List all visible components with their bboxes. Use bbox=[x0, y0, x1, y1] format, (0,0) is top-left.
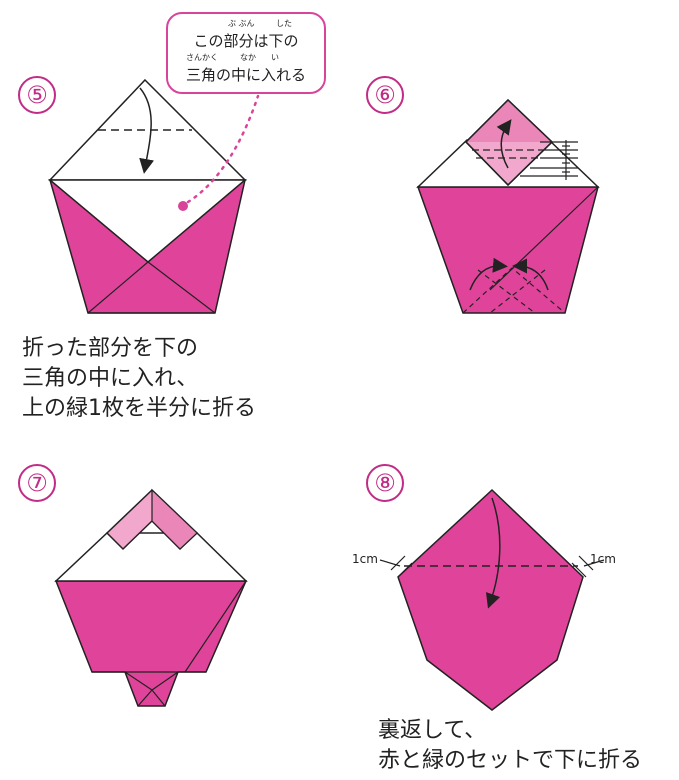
step7-crease bbox=[184, 580, 247, 673]
step-number-7: ⑦ bbox=[18, 464, 56, 502]
furigana-sankaku: さんかく bbox=[186, 53, 218, 62]
step5-fold-arrow bbox=[139, 87, 154, 174]
step7-white-band bbox=[54, 532, 248, 582]
furigana-bubun: ぶ ぶん bbox=[228, 19, 255, 28]
step7-bottom-pocket bbox=[124, 671, 179, 707]
step7-body bbox=[54, 580, 248, 707]
step-number-6: ⑥ bbox=[366, 76, 404, 114]
step6-up-arrow bbox=[496, 119, 512, 169]
step6-diamond-outline bbox=[464, 98, 554, 187]
step5-callout-leader bbox=[186, 94, 260, 204]
step5-crease bbox=[147, 261, 216, 314]
step6-cup-body bbox=[416, 186, 599, 314]
step8-caption-line: 裏返して、 bbox=[378, 718, 487, 743]
step8-fold-arrow bbox=[485, 497, 501, 609]
step5-white-flap bbox=[48, 78, 247, 181]
callout-bubble: ぶ ぶん した この部分は下の さんかく なか い 三角の中に入れる bbox=[166, 12, 326, 94]
step5-callout-dot bbox=[178, 201, 188, 211]
step-number-5: ⑤ bbox=[18, 76, 56, 114]
step6-curve-arrow-right bbox=[512, 258, 549, 291]
step6-measure-ticks bbox=[520, 140, 578, 180]
furigana-i: い bbox=[271, 53, 279, 62]
step5-caption-line: 折った部分を下の bbox=[22, 336, 199, 361]
callout-line-1: この部分は下の bbox=[193, 32, 299, 50]
step5-caption-line: 三角の中に入れ、 bbox=[22, 366, 199, 391]
callout-line-2: 三角の中に入れる bbox=[185, 66, 306, 84]
step6-diagram bbox=[416, 98, 600, 314]
step8-measure-brackets bbox=[379, 555, 605, 578]
step8-caption: 裏返して、 赤と緑のセットで下に折る bbox=[378, 716, 642, 776]
step5-caption: 折った部分を下の 三角の中に入れ、 上の緑1枚を半分に折る bbox=[22, 334, 256, 424]
step5-diagram bbox=[47, 78, 260, 314]
step7-chevron-shade bbox=[151, 488, 198, 550]
step5-crease bbox=[87, 261, 149, 314]
step7-diagram bbox=[54, 488, 248, 707]
measure-left-label: 1cm bbox=[352, 552, 378, 566]
step6-diamond-upper bbox=[466, 100, 552, 142]
step6-bottom-folds bbox=[462, 267, 566, 314]
measure-right-label: 1cm bbox=[590, 552, 616, 566]
furigana-naka: なか bbox=[240, 53, 256, 62]
step5-caption-line: 上の緑1枚を半分に折る bbox=[22, 396, 256, 421]
step6-crease bbox=[489, 186, 599, 291]
step8-caption-line: 赤と緑のセットで下に折る bbox=[378, 748, 643, 773]
step-number-8: ⑧ bbox=[366, 464, 404, 502]
furigana-shita: した bbox=[276, 19, 292, 28]
step6-curve-arrow-left bbox=[469, 257, 508, 291]
step5-inner-white bbox=[47, 179, 248, 263]
step8-diagram bbox=[379, 488, 605, 711]
